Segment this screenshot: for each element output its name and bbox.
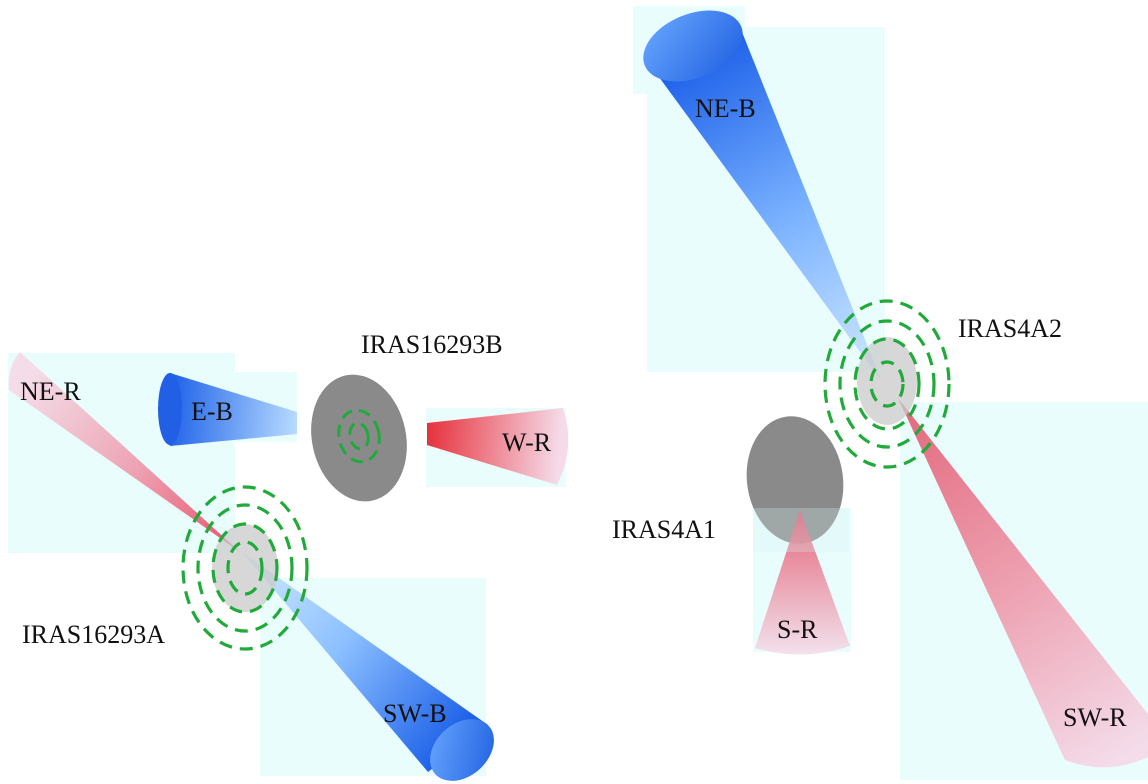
lobe-sw-b-cap: [430, 719, 494, 781]
lobe-s-r: [755, 510, 850, 655]
label-ne-r: NE-R: [20, 377, 81, 406]
label-sw-b: SW-B: [383, 699, 447, 728]
lobe-e-b: [162, 373, 297, 446]
lobe-ne-r: [8, 352, 240, 552]
disk-iras4a1: [746, 416, 844, 544]
label-w-r: W-R: [502, 428, 552, 457]
core-iras4a2: [857, 337, 917, 425]
lobe-ne-b: [648, 32, 882, 382]
lobe-sw-b: [242, 552, 488, 772]
label-sw-r: SW-R: [1063, 703, 1127, 732]
label-iras4a2: IRAS4A2: [958, 314, 1062, 343]
disk-iras16293b: [311, 374, 407, 502]
label-s-r: S-R: [777, 615, 818, 644]
lobe-e-b-cap: [158, 373, 182, 445]
lobe-sw-r: [898, 398, 1148, 768]
core-iras16293a: [212, 524, 278, 612]
label-ne-b: NE-B: [695, 94, 756, 123]
label-e-b: E-B: [191, 397, 233, 426]
s-r-overlay: [753, 508, 849, 552]
rings-iras4a2: [823, 299, 951, 469]
rings-iras16293b: [337, 408, 381, 464]
rings-iras16293a: [181, 485, 309, 651]
label-iras16293a: IRAS16293A: [22, 620, 165, 649]
label-iras4a1: IRAS4A1: [612, 515, 716, 544]
lobe-w-r: [427, 408, 569, 485]
label-iras16293b: IRAS16293B: [361, 330, 503, 359]
lobe-ne-b-cap: [643, 10, 743, 82]
